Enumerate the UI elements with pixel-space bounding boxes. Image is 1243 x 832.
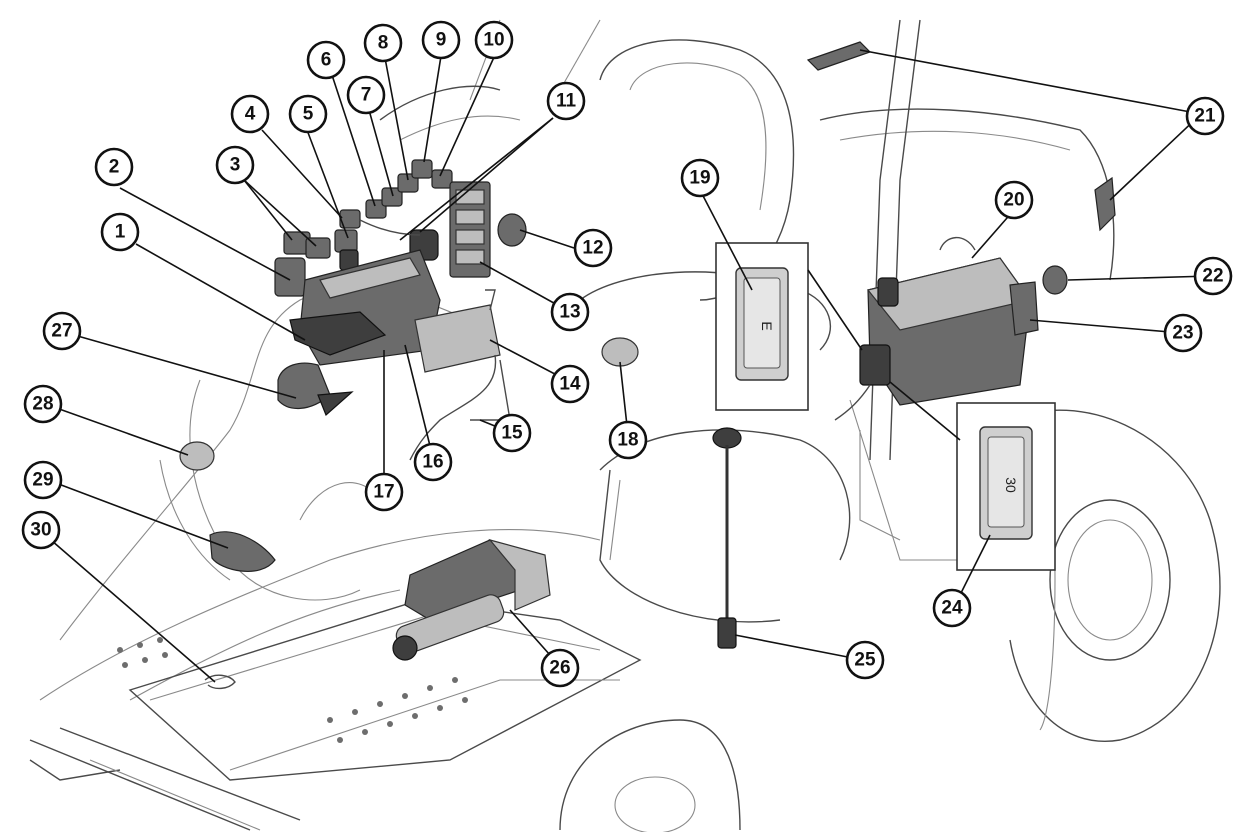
callout-label: 3: [230, 155, 241, 176]
callout-29: 29: [23, 460, 63, 500]
fuse-box: [449, 181, 491, 278]
callout-19: 19: [680, 158, 720, 198]
callouts: 1 2 3 4 5 6 7 8 9 10 11 12 13 14 15 16 1…: [21, 20, 1233, 688]
callout-label: 10: [483, 30, 504, 51]
footrest-pattern: [117, 637, 468, 743]
plug-22: [1042, 265, 1068, 295]
control-unit: [289, 249, 441, 366]
callout-13: 13: [550, 292, 590, 332]
callout-9: 9: [421, 20, 461, 60]
fuse-detail-right: 30: [956, 402, 1056, 571]
callout-23: 23: [1163, 313, 1203, 353]
callout-14: 14: [550, 364, 590, 404]
callout-20: 20: [994, 180, 1034, 220]
callout-7: 7: [346, 75, 386, 115]
callout-label: 30: [30, 520, 51, 541]
cap-18: [601, 337, 639, 367]
module-box: [414, 304, 501, 373]
cable-harness: [409, 354, 497, 461]
callout-label: 5: [303, 104, 314, 125]
rear-light-top: [806, 41, 872, 71]
ignition-switch: [277, 362, 354, 417]
callout-label: 14: [559, 374, 581, 395]
headlight: [209, 531, 276, 572]
callout-label: 15: [501, 423, 523, 444]
callout-18: 18: [608, 420, 648, 460]
plug-12: [497, 213, 527, 247]
callout-6: 6: [306, 40, 346, 80]
callout-3: 3: [215, 145, 255, 185]
battery-terminal: [1009, 281, 1039, 336]
callout-5: 5: [288, 94, 328, 134]
leader-lines: [43, 49, 1212, 683]
callout-4: 4: [230, 94, 270, 134]
callout-label: 2: [109, 157, 120, 178]
callout-label: 21: [1194, 106, 1216, 127]
callout-27: 27: [42, 311, 82, 351]
callout-12: 12: [573, 228, 613, 268]
callout-label: 16: [422, 452, 443, 473]
callout-label: 26: [549, 658, 570, 679]
callout-label: 28: [32, 394, 53, 415]
callout-label: 23: [1172, 323, 1193, 344]
callout-label: 29: [32, 470, 53, 491]
callout-label: 19: [689, 168, 710, 189]
battery: [866, 236, 1032, 406]
callout-label: 8: [378, 33, 389, 54]
linear-actuator: [392, 538, 551, 661]
electrical-components: [179, 41, 1116, 690]
callout-11: 11: [546, 81, 586, 121]
callout-label: 18: [617, 430, 638, 451]
callout-label: 11: [556, 91, 577, 112]
fuse-holder: [859, 344, 891, 386]
callout-1: 1: [100, 212, 140, 252]
callout-label: 27: [51, 321, 72, 342]
callout-label: 4: [245, 104, 256, 125]
callout-21: 21: [1185, 96, 1225, 136]
callout-label: 25: [854, 650, 876, 671]
callout-label: 12: [582, 238, 603, 259]
callout-24: 24: [932, 588, 972, 628]
relay-cluster: [274, 159, 453, 297]
callout-label: 17: [373, 482, 394, 503]
rear-light-side: [1094, 176, 1116, 232]
callout-8: 8: [363, 23, 403, 63]
callout-label: 9: [436, 30, 447, 51]
callout-2: 2: [94, 147, 134, 187]
callout-label: 6: [321, 50, 332, 71]
callout-17: 17: [364, 472, 404, 512]
callout-28: 28: [23, 384, 63, 424]
callout-label: 7: [361, 85, 372, 106]
callout-10: 10: [474, 20, 514, 60]
fuse-detail-left: E: [715, 242, 809, 411]
level-sensor: [712, 427, 742, 649]
fuse-label-right: 30: [1003, 477, 1019, 493]
callout-22: 22: [1193, 256, 1233, 296]
plug-28: [179, 441, 215, 471]
callout-25: 25: [845, 640, 885, 680]
callout-label: 20: [1003, 190, 1024, 211]
callout-16: 16: [413, 442, 453, 482]
callout-label: 1: [115, 222, 126, 243]
callout-label: 13: [559, 302, 580, 323]
callout-26: 26: [540, 648, 580, 688]
sensor-30: [204, 674, 236, 690]
callout-30: 30: [21, 510, 61, 550]
callout-15: 15: [492, 413, 532, 453]
fuse-label-left: E: [759, 321, 775, 330]
callout-label: 24: [941, 598, 963, 619]
callout-label: 22: [1202, 266, 1223, 287]
